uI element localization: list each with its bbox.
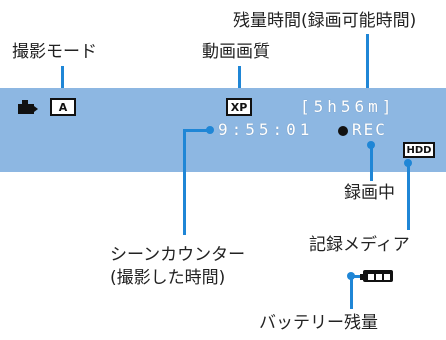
- leader-scene-counter-h: [183, 129, 211, 132]
- video-camera-icon: [18, 100, 38, 114]
- leader-battery-v: [350, 275, 353, 309]
- recording-media-label: 記録メディア: [309, 235, 410, 255]
- hdd-media-icon-text: HDD: [406, 144, 432, 156]
- battery-icon: [360, 270, 393, 282]
- remaining-time-readout: [5h56m]: [300, 97, 396, 116]
- hdd-media-icon: HDD: [403, 142, 435, 158]
- record-dot-icon: [338, 126, 348, 136]
- leader-shooting-mode: [61, 66, 64, 96]
- video-quality-label: 動画画質: [202, 42, 270, 62]
- auto-mode-icon-text: A: [58, 100, 68, 114]
- scene-counter-sub-label: (撮影した時間): [110, 268, 226, 288]
- auto-mode-icon: A: [50, 98, 76, 116]
- leader-recording: [370, 145, 373, 181]
- rec-text: REC: [352, 120, 387, 139]
- leader-video-quality: [238, 66, 241, 96]
- recording-label: 録画中: [344, 183, 395, 203]
- xp-quality-icon-text: XP: [230, 100, 248, 114]
- rec-indicator: REC: [338, 120, 387, 139]
- remaining-time-label: 残量時間(録画可能時間): [233, 11, 417, 31]
- scene-counter-label: シーンカウンター: [110, 245, 246, 265]
- leader-battery-h: [350, 275, 364, 278]
- leader-scene-counter-v: [183, 129, 186, 235]
- leader-media: [407, 162, 410, 230]
- scene-counter-readout: 9:55:01: [218, 120, 314, 139]
- leader-remaining-time: [366, 34, 369, 94]
- xp-quality-icon: XP: [226, 98, 252, 116]
- shooting-mode-label: 撮影モード: [12, 42, 97, 62]
- battery-remaining-label: バッテリー残量: [259, 313, 378, 333]
